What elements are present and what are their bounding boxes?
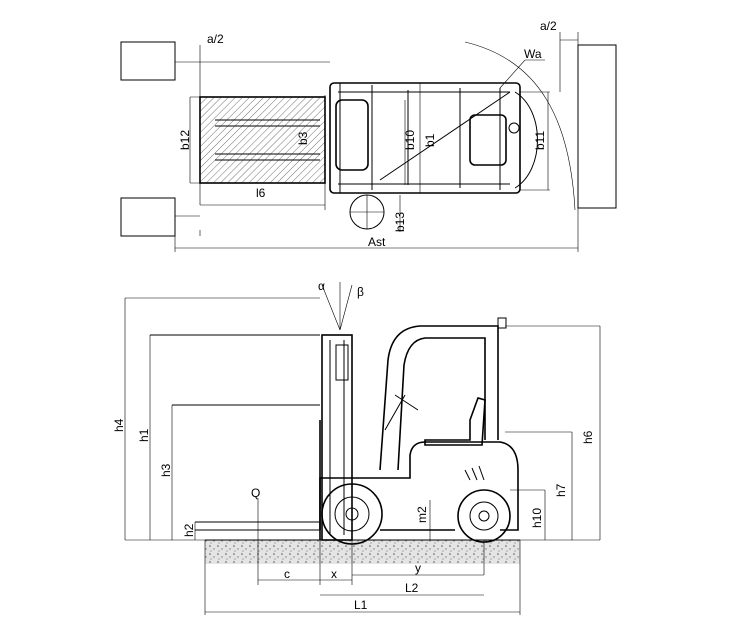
seat [424,397,486,446]
wall-top-left [120,41,176,81]
label-c: c [284,567,290,581]
fork-carriage [335,99,369,171]
label-h7: h7 [554,483,568,497]
label-b11: b11 [533,131,547,150]
label-alpha: α [318,279,325,293]
label-m2: m2 [415,506,429,523]
truck-top-outline [329,82,521,194]
label-wa: Wa [524,47,542,61]
label-h1: h1 [137,428,151,442]
rear-wheel [457,489,511,543]
label-l2: L2 [405,581,419,595]
label-l6: l6 [256,186,266,200]
label-q: Q [251,486,260,500]
label-l1: L1 [354,598,368,612]
label-ast: Ast [368,235,386,249]
wall-bottom-left [120,197,176,237]
label-h2: h2 [182,523,196,537]
label-a-half-right: a/2 [540,19,557,33]
label-beta: β [357,285,364,299]
overhead-guard [379,325,499,471]
label-h10: h10 [530,508,544,528]
truck-body [319,441,519,531]
top-view: a/2 a/2 Wa b12 b3 b10 b1 b11 l6 b13 Ast [120,19,617,252]
label-y: y [415,561,421,575]
label-b12: b12 [178,130,192,150]
label-b3: b3 [296,131,310,145]
label-b1: b1 [423,133,437,147]
label-h6: h6 [581,430,595,444]
label-b10: b10 [403,130,417,150]
load-pallet [199,96,326,184]
label-h3: h3 [159,463,173,477]
wall-right [577,44,617,209]
label-b13: b13 [393,212,407,232]
label-h4: h4 [112,418,126,432]
ground [205,540,520,564]
label-x: x [331,567,337,581]
side-view: α β h4 h1 h3 h2 Q h6 h7 h10 m2 c x y L2 … [112,279,601,615]
label-a-half-left: a/2 [207,32,224,46]
